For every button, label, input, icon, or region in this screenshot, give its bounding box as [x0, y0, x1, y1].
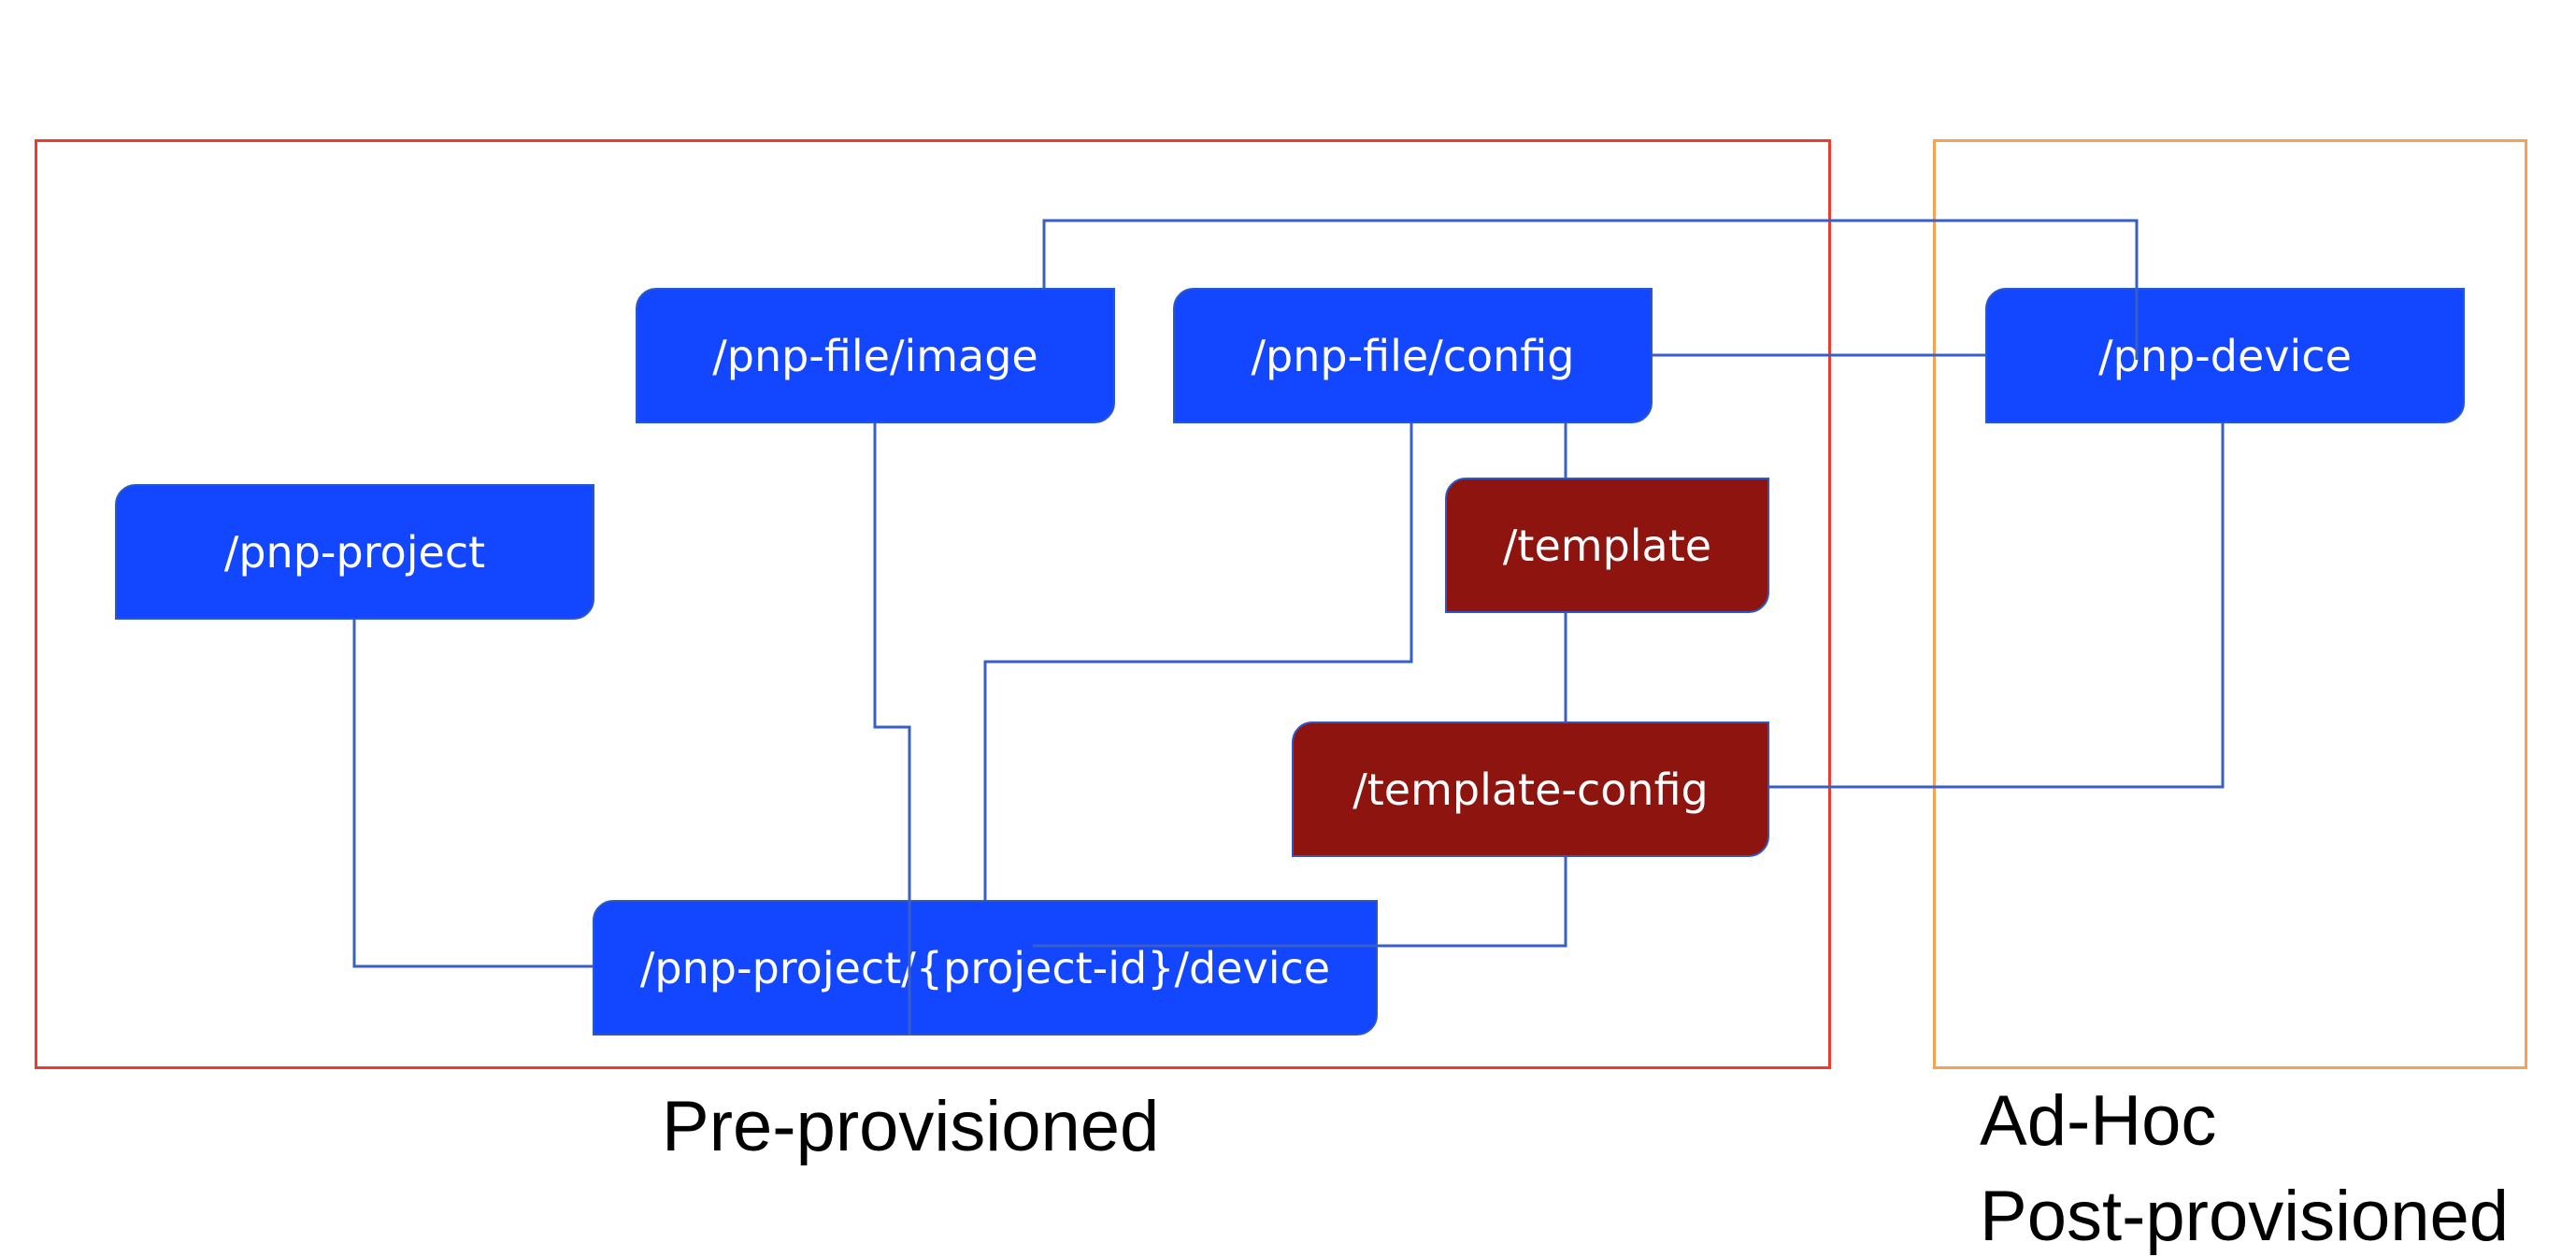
pnp-file-image-node: /pnp-file/image — [636, 288, 1115, 423]
pnp-project-device-node: /pnp-project/{project-id}/device — [593, 900, 1378, 1036]
template-config-node: /template-config — [1292, 721, 1769, 857]
post-provisioned-caption: Post-provisioned — [1980, 1177, 2510, 1256]
template-label: /template — [1502, 520, 1712, 571]
pnp-file-image-label: /pnp-file/image — [712, 330, 1038, 381]
template-config-label: /template-config — [1352, 764, 1709, 815]
ad-hoc-caption: Ad-Hoc — [1980, 1081, 2217, 1161]
pnp-project-device-label: /pnp-project/{project-id}/device — [639, 942, 1331, 993]
ad-hoc-group-box — [1933, 139, 2527, 1069]
pnp-project-node: /pnp-project — [115, 484, 594, 620]
template-node: /template — [1445, 478, 1769, 613]
pnp-device-label: /pnp-device — [2098, 330, 2352, 381]
pnp-file-config-label: /pnp-file/config — [1251, 330, 1575, 381]
pre-provisioned-caption: Pre-provisioned — [662, 1087, 1160, 1166]
pnp-project-label: /pnp-project — [223, 526, 486, 578]
pnp-file-config-node: /pnp-file/config — [1173, 288, 1653, 423]
pnp-device-node: /pnp-device — [1985, 288, 2465, 423]
